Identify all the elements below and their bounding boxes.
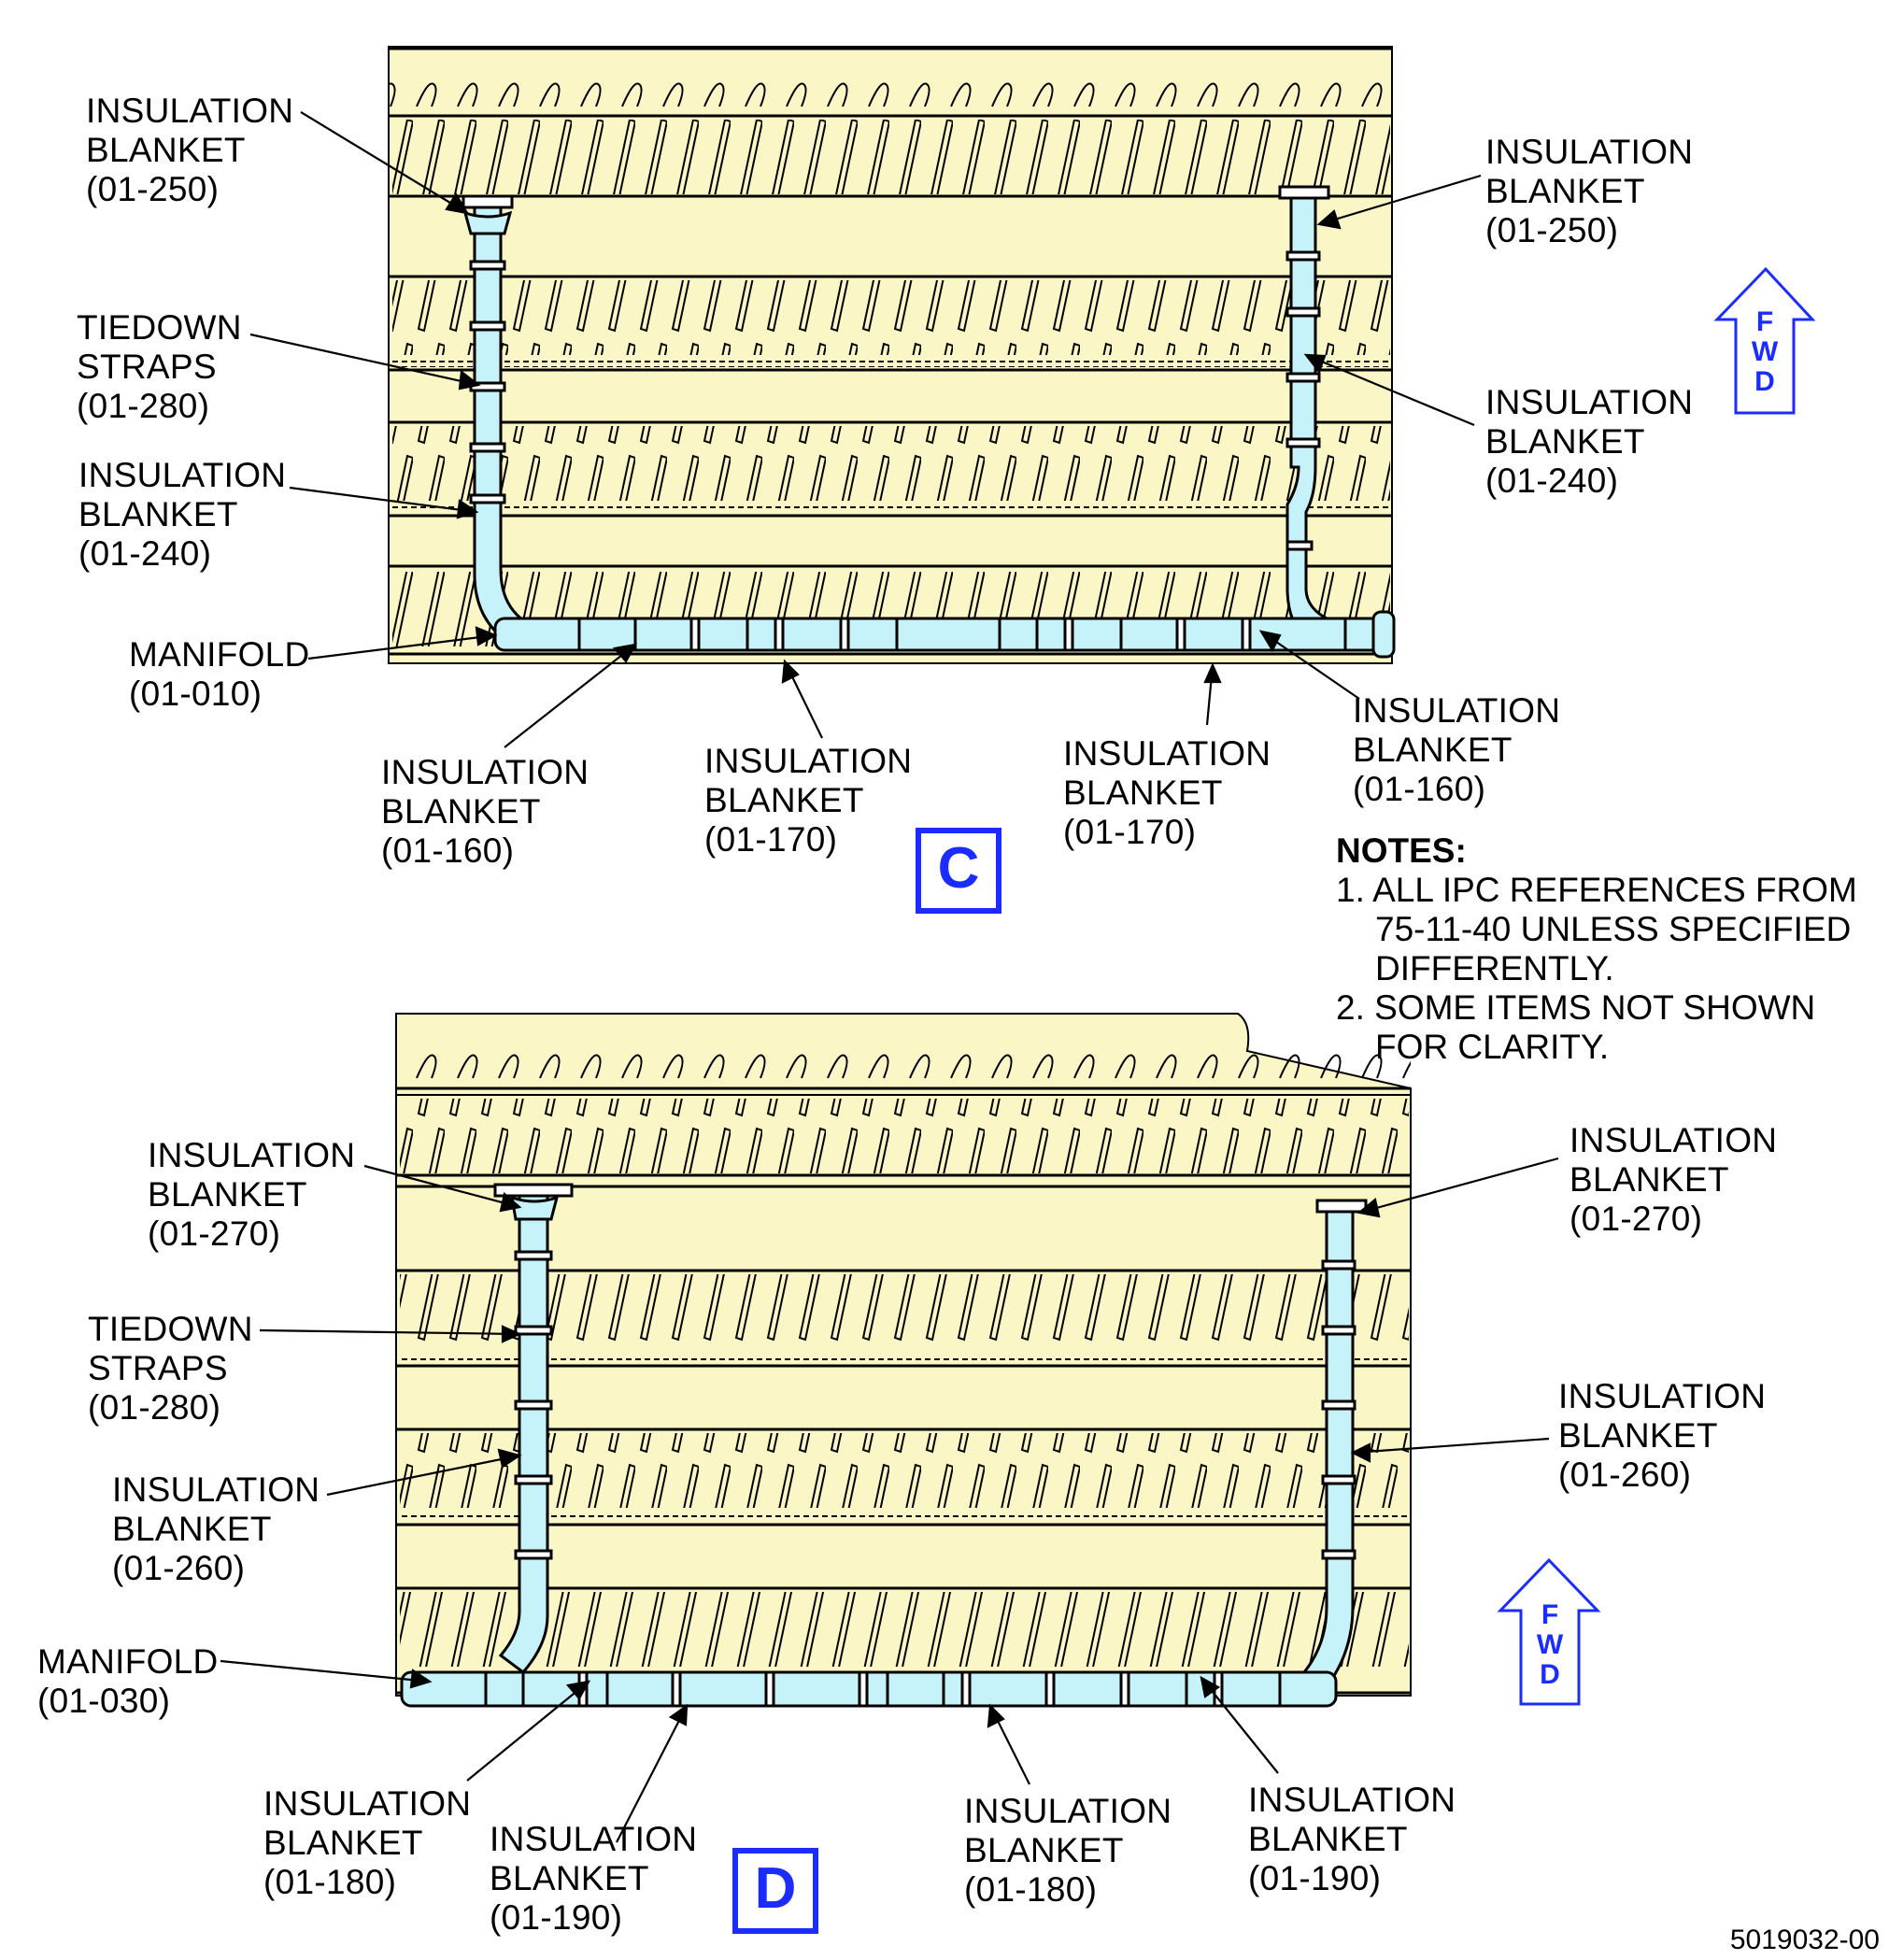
fwd-letter-w: W — [1536, 1629, 1564, 1660]
fwd-letter-f: F — [1755, 306, 1774, 337]
fwd-arrow-c — [1713, 266, 1816, 415]
label-blanket-250-right: INSULATION BLANKET (01-250) — [1485, 133, 1694, 249]
fwd-label-c: F W D — [1713, 308, 1816, 458]
label-tiedown-straps-d: TIEDOWN STRAPS (01-280) — [88, 1310, 253, 1427]
note-2: 2. SOME ITEMS NOT SHOWN FOR CLARITY. — [1336, 988, 1816, 1066]
fwd-letter-w: W — [1751, 336, 1779, 367]
label-manifold-030: MANIFOLD (01-030) — [37, 1642, 219, 1720]
view-d-structure — [395, 1013, 1412, 1697]
fwd-arrow-d — [1497, 1557, 1601, 1706]
notes-title: NOTES: — [1336, 831, 1467, 870]
fwd-label-d: F W D — [1498, 1601, 1601, 1751]
view-d-duct — [400, 1183, 1368, 1708]
label-blanket-170-left: INSULATION BLANKET (01-170) — [704, 742, 913, 859]
label-blanket-160-right: INSULATION BLANKET (01-160) — [1353, 691, 1561, 808]
label-blanket-170-right: INSULATION BLANKET (01-170) — [1063, 734, 1271, 851]
view-c-structure — [388, 46, 1393, 664]
label-manifold-010: MANIFOLD (01-010) — [129, 635, 310, 713]
label-tiedown-straps-c: TIEDOWN STRAPS (01-280) — [77, 308, 242, 425]
figure-id: 5019032-00 — [1729, 1924, 1880, 1955]
notes: NOTES: 1. ALL IPC REFERENCES FROM 75-11-… — [1336, 831, 1878, 1067]
view-d-box: D — [732, 1848, 818, 1934]
view-c-leaders — [249, 111, 1482, 748]
label-blanket-260-left: INSULATION BLANKET (01-260) — [112, 1470, 320, 1587]
fwd-letter-d: D — [1754, 366, 1775, 397]
view-d-leaders — [220, 1157, 1559, 1843]
label-blanket-270-right: INSULATION BLANKET (01-270) — [1569, 1121, 1778, 1238]
label-blanket-190-right: INSULATION BLANKET (01-190) — [1248, 1781, 1456, 1897]
fwd-letter-d: D — [1540, 1659, 1560, 1690]
label-blanket-190-left: INSULATION BLANKET (01-190) — [490, 1820, 698, 1937]
label-blanket-270-left: INSULATION BLANKET (01-270) — [148, 1136, 356, 1253]
view-c-box: C — [916, 828, 1001, 914]
label-blanket-160-left: INSULATION BLANKET (01-160) — [381, 753, 589, 870]
label-blanket-240-right: INSULATION BLANKET (01-240) — [1485, 383, 1694, 500]
label-blanket-180-left: INSULATION BLANKET (01-180) — [263, 1784, 472, 1901]
label-blanket-240-left: INSULATION BLANKET (01-240) — [78, 456, 287, 573]
label-blanket-260-right: INSULATION BLANKET (01-260) — [1558, 1377, 1767, 1494]
label-blanket-250-left: INSULATION BLANKET (01-250) — [86, 92, 294, 208]
view-c-duct — [462, 185, 1396, 659]
note-1: 1. ALL IPC REFERENCES FROM 75-11-40 UNLE… — [1336, 871, 1857, 987]
label-blanket-180-right: INSULATION BLANKET (01-180) — [964, 1792, 1172, 1909]
fwd-letter-f: F — [1541, 1599, 1559, 1630]
